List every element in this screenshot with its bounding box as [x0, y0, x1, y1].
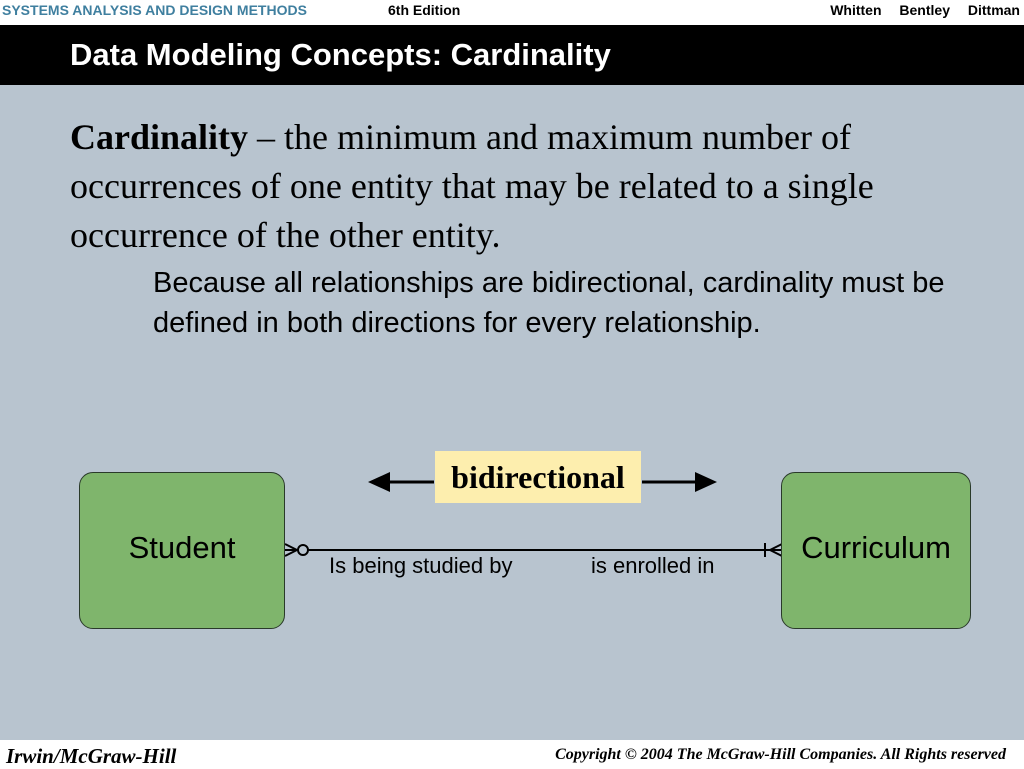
course-title: SYSTEMS ANALYSIS AND DESIGN METHODS	[2, 2, 307, 18]
entity-name: Curriculum	[801, 530, 951, 565]
edition-label: 6th Edition	[388, 2, 461, 18]
definition: Cardinality – the minimum and maximum nu…	[70, 113, 1000, 260]
left-arrow-head	[368, 472, 390, 492]
definition-text: – the minimum and maximum number of occu…	[70, 117, 874, 255]
author-name: Bentley	[899, 2, 950, 18]
entity-student: Student	[79, 472, 285, 629]
slide-content: Cardinality – the minimum and maximum nu…	[0, 85, 1024, 740]
title-bar: Data Modeling Concepts: Cardinality	[0, 25, 1024, 85]
bidirectional-note: Because all relationships are bidirectio…	[153, 267, 945, 339]
slide-title: Data Modeling Concepts: Cardinality	[70, 37, 611, 72]
bidirectional-label: bidirectional	[435, 451, 641, 503]
copyright: Copyright © 2004 The McGraw-Hill Compani…	[555, 746, 1006, 763]
authors: Whitten Bentley Dittman	[816, 0, 1020, 20]
crows-foot-top	[284, 543, 298, 551]
publisher: Irwin/McGraw-Hill	[6, 744, 177, 768]
author-name: Whitten	[830, 2, 882, 18]
diagram-lines	[284, 472, 783, 557]
crows-foot-top-right	[769, 543, 783, 551]
zero-circle	[297, 544, 309, 556]
entity-name: Student	[128, 530, 236, 565]
crows-foot-bottom-right	[769, 549, 783, 557]
definition-term: Cardinality	[70, 117, 249, 157]
entity-curriculum: Curriculum	[781, 472, 971, 629]
relationship-label-right: is enrolled in	[591, 553, 715, 578]
right-arrow-head	[695, 472, 717, 492]
header-bar: SYSTEMS ANALYSIS AND DESIGN METHODS 6th …	[0, 0, 1024, 20]
crows-foot-bottom	[284, 549, 298, 557]
footer: Irwin/McGraw-Hill Copyright © 2004 The M…	[0, 740, 1024, 768]
relationship-label-left: Is being studied by	[329, 553, 513, 578]
author-name: Dittman	[967, 2, 1020, 18]
